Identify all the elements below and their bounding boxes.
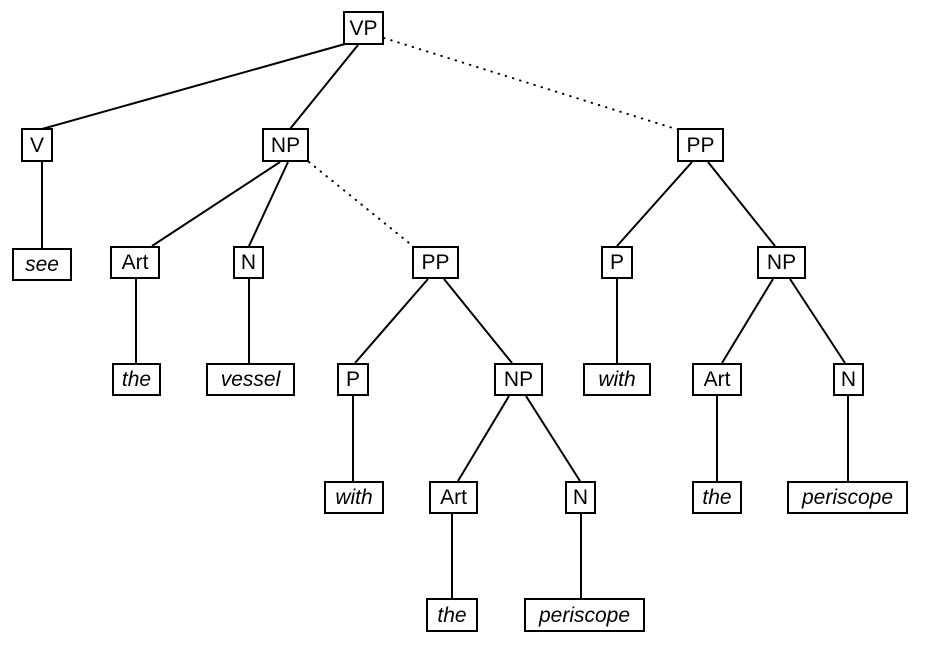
tree-node-n_right[interactable]: N	[833, 363, 864, 396]
tree-edge-pp_mid-to-p_mid	[354, 278, 429, 364]
tree-node-np_mid[interactable]: NP	[494, 363, 543, 396]
tree-edge-np1-to-n1	[248, 161, 289, 247]
tree-edge-pp_right-to-np_right	[707, 161, 776, 247]
tree-edge-np_right-to-art_right	[721, 278, 774, 364]
tree-node-vp[interactable]: VP	[343, 11, 384, 45]
tree-node-pp_right[interactable]: PP	[677, 128, 724, 162]
tree-node-with_mid[interactable]: with	[324, 481, 384, 514]
tree-edge-pp_right-to-p_right	[616, 161, 693, 247]
tree-edge-vp-to-v	[41, 43, 346, 130]
tree-node-see[interactable]: see	[12, 248, 72, 281]
tree-edge-vp-to-pp_right	[383, 37, 680, 131]
tree-node-n1[interactable]: N	[233, 246, 264, 279]
tree-node-pp_mid[interactable]: PP	[412, 246, 459, 279]
tree-node-vessel[interactable]: vessel	[206, 363, 295, 396]
tree-node-with_right[interactable]: with	[583, 363, 651, 396]
tree-node-n_mid[interactable]: N	[565, 481, 596, 514]
tree-node-art1[interactable]: Art	[110, 246, 160, 279]
tree-edge-np1-to-pp_mid	[308, 161, 415, 248]
tree-node-p_right[interactable]: P	[601, 246, 633, 279]
tree-edge-np_mid-to-n_mid	[525, 395, 581, 482]
tree-node-np1[interactable]: NP	[262, 128, 309, 162]
tree-node-the_mid[interactable]: the	[426, 598, 478, 632]
tree-edge-np_mid-to-art_mid	[457, 395, 510, 482]
tree-edge-np_right-to-n_right	[789, 278, 846, 364]
tree-node-periscope_rt[interactable]: periscope	[787, 481, 908, 514]
tree-node-art_right[interactable]: Art	[692, 363, 742, 396]
tree-node-periscope_mid[interactable]: periscope	[524, 598, 645, 632]
tree-node-np_right[interactable]: NP	[757, 246, 806, 279]
tree-edge-pp_mid-to-np_mid	[443, 278, 513, 364]
tree-node-the_right[interactable]: the	[692, 481, 742, 514]
tree-edge-vp-to-np1	[289, 44, 359, 130]
tree-node-v[interactable]: V	[21, 128, 53, 162]
tree-edge-np1-to-art1	[151, 161, 281, 247]
tree-node-p_mid[interactable]: P	[337, 363, 369, 396]
tree-node-art_mid[interactable]: Art	[429, 481, 478, 514]
tree-node-the1[interactable]: the	[112, 363, 161, 396]
